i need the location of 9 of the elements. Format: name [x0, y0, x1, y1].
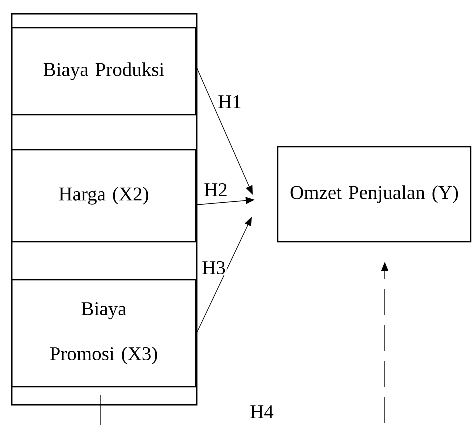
variable-box: Harga (X2): [11, 149, 197, 243]
hypothesis-label: H4: [250, 406, 274, 418]
edge-label: H3: [201, 260, 227, 276]
edge-label: H2: [203, 182, 229, 198]
edge-label: H1: [217, 94, 243, 110]
frame-box: [11, 13, 198, 406]
variable-box: Biaya Produksi: [11, 27, 197, 116]
variable-box: Omzet Penjualan (Y): [277, 146, 472, 243]
variable-box: Biaya Promosi (X3): [11, 279, 197, 388]
